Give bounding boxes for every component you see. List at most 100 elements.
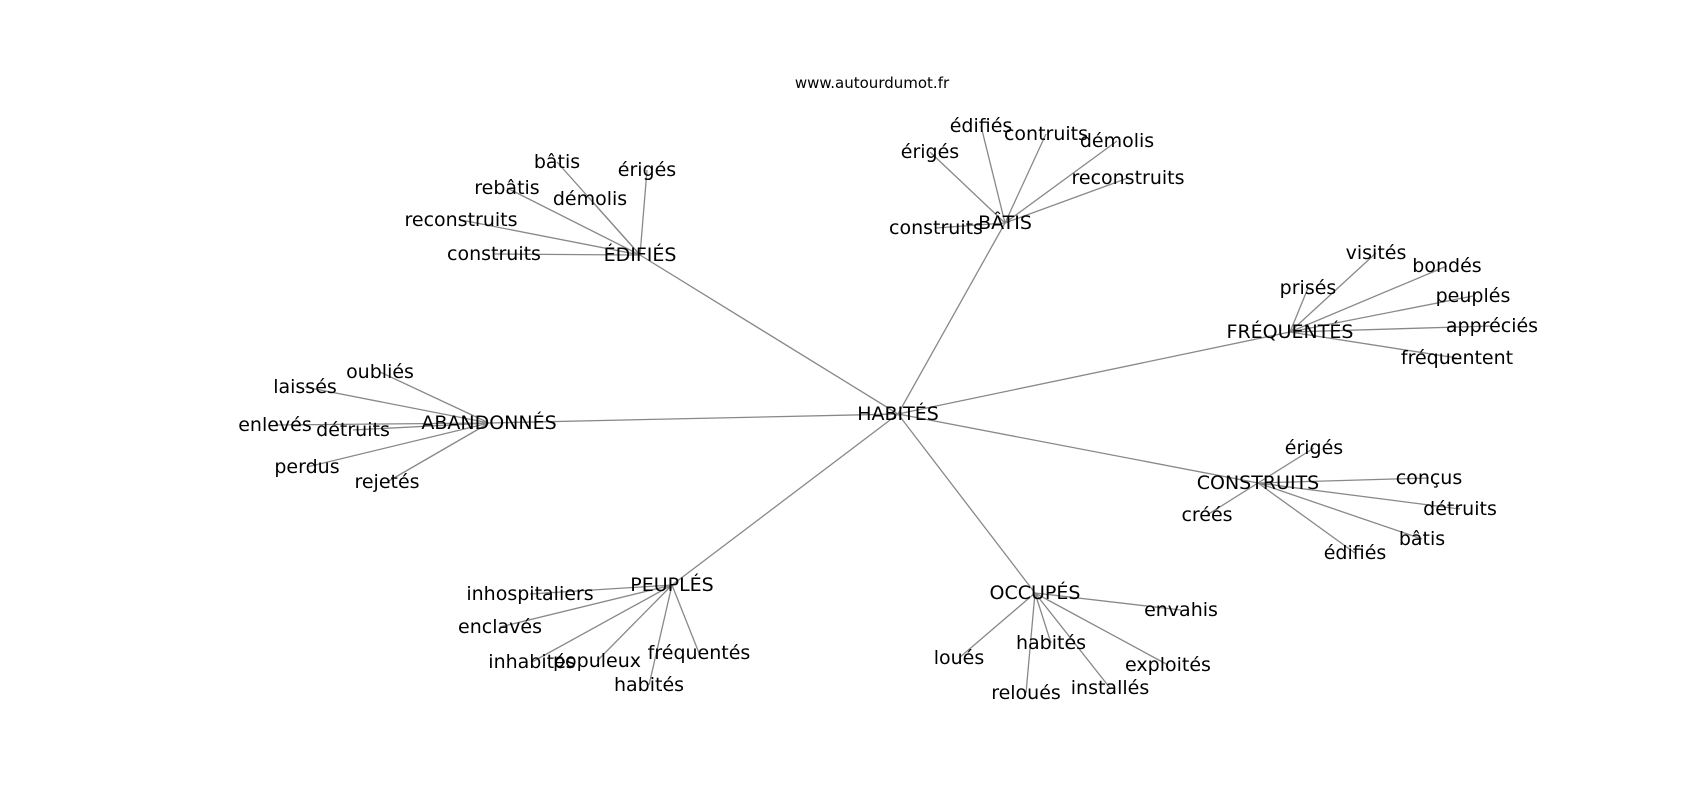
leaf-node-label: construits: [447, 243, 541, 265]
leaf-node-label: habités: [614, 674, 684, 696]
edge-cluster-to-leaf: [1289, 331, 1458, 359]
leaf-node-label: inhospitaliers: [466, 583, 593, 605]
leaf-node-label: exploités: [1125, 654, 1211, 676]
leaf-node-label: détruits: [1423, 498, 1497, 520]
edge-cluster-to-leaf: [1034, 592, 1052, 644]
edge-cluster-to-leaf: [639, 169, 648, 256]
leaf-node-label: laissés: [273, 376, 337, 398]
edge-cluster-to-leaf: [1257, 447, 1315, 484]
edge-cluster-to-leaf: [1004, 140, 1118, 224]
edge-cluster-to-leaf: [1289, 265, 1448, 333]
cluster-node-label: CONSTRUITS: [1197, 472, 1319, 494]
edge-cluster-to-leaf: [958, 592, 1036, 659]
edge-cluster-to-leaf: [1034, 592, 1169, 666]
edge-cluster-to-leaf: [1004, 177, 1129, 224]
edge-center-to-cluster: [897, 222, 1006, 415]
leaf-node-label: envahis: [1144, 599, 1218, 621]
leaf-node-label: prisés: [1280, 277, 1337, 299]
leaf-node-label: démolis: [553, 188, 627, 210]
graph-edges: [274, 125, 1493, 694]
graph-nodes: HABITÉS ÉDIFIÉS bâtis érigés rebâtis démolis r…: [238, 115, 1538, 704]
edge-cluster-to-leaf: [386, 422, 490, 483]
leaf-node-label: conçus: [1396, 467, 1463, 489]
leaf-node-label: rebâtis: [474, 177, 539, 199]
leaf-node-label: reconstruits: [1071, 167, 1184, 189]
leaf-node-label: installés: [1071, 677, 1149, 699]
edge-cluster-to-leaf: [935, 222, 1006, 229]
edge-cluster-to-leaf: [304, 386, 490, 424]
edge-cluster-to-leaf: [379, 371, 490, 424]
edge-cluster-to-leaf: [1289, 325, 1493, 333]
edge-cluster-to-leaf: [1034, 592, 1111, 689]
edge-cluster-to-leaf: [1206, 482, 1259, 516]
edge-cluster-to-leaf: [493, 253, 641, 256]
leaf-node-label: oubliés: [346, 361, 414, 383]
edge-cluster-to-leaf: [1289, 287, 1309, 333]
edge-center-to-cluster: [897, 331, 1291, 415]
edge-cluster-to-leaf: [499, 584, 673, 628]
leaf-node-label: édifiés: [1324, 542, 1387, 564]
leaf-node-label: contruits: [1004, 123, 1088, 145]
edge-cluster-to-leaf: [531, 584, 673, 663]
edge-cluster-to-leaf: [596, 584, 673, 662]
leaf-node-label: loués: [934, 647, 985, 669]
edge-cluster-to-leaf: [980, 125, 1006, 224]
leaf-node-label: bâtis: [1399, 528, 1445, 550]
center-node-label: HABITÉS: [857, 402, 939, 425]
leaf-node-label: inhabités: [488, 651, 575, 673]
edge-cluster-to-leaf: [1289, 252, 1377, 333]
leaf-node-label: visités: [1346, 242, 1407, 264]
edge-cluster-to-leaf: [1257, 477, 1430, 484]
edge-cluster-to-leaf: [1289, 295, 1474, 333]
leaf-node-label: appréciés: [1446, 315, 1538, 337]
edge-cluster-to-leaf: [1004, 133, 1047, 224]
edge-center-to-cluster: [488, 413, 899, 424]
edge-cluster-to-leaf: [1257, 482, 1423, 540]
leaf-node-label: érigés: [618, 159, 676, 181]
leaf-node-label: peuplés: [1436, 285, 1511, 307]
leaf-node-label: créés: [1181, 504, 1232, 526]
leaf-node-label: édifiés: [950, 115, 1013, 137]
leaf-node-label: reconstruits: [404, 209, 517, 231]
edge-cluster-to-leaf: [929, 151, 1006, 224]
edge-cluster-to-leaf: [529, 584, 673, 595]
leaf-node-label: populeux: [553, 650, 641, 672]
leaf-node-label: enclavés: [458, 616, 542, 638]
cluster-node-label: PEUPLÉS: [630, 573, 713, 596]
edge-center-to-cluster: [897, 413, 1036, 594]
site-watermark: www.autourdumot.fr: [795, 74, 950, 92]
edge-cluster-to-leaf: [352, 422, 490, 431]
edge-cluster-to-leaf: [274, 422, 490, 426]
leaf-node-label: bâtis: [534, 151, 580, 173]
leaf-node-label: fréquentés: [648, 642, 751, 664]
leaf-node-label: érigés: [1285, 437, 1343, 459]
edge-cluster-to-leaf: [1034, 592, 1182, 611]
leaf-node-label: reloués: [991, 682, 1061, 704]
edge-cluster-to-leaf: [506, 187, 641, 256]
edge-center-to-cluster: [897, 413, 1259, 484]
leaf-node-label: démolis: [1080, 130, 1154, 152]
edge-cluster-to-leaf: [460, 219, 641, 256]
leaf-node-label: bondés: [1412, 255, 1481, 277]
edge-center-to-cluster: [671, 413, 899, 586]
edge-cluster-to-leaf: [1025, 592, 1036, 694]
edge-cluster-to-leaf: [671, 584, 700, 654]
leaf-node-label: fréquentent: [1401, 347, 1513, 369]
leaf-node-label: habités: [1016, 632, 1086, 654]
cluster-node-label: FRÉQUENTÉS: [1227, 320, 1354, 343]
leaf-node-label: enlevés: [238, 414, 312, 436]
edge-cluster-to-leaf: [1257, 482, 1461, 510]
leaf-node-label: perdus: [274, 456, 339, 478]
leaf-node-label: rejetés: [354, 471, 419, 493]
leaf-node-label: détruits: [316, 419, 390, 441]
edge-cluster-to-leaf: [648, 584, 673, 686]
edge-cluster-to-leaf: [589, 198, 641, 256]
cluster-node-label: OCCUPÉS: [990, 581, 1081, 604]
leaf-node-label: construits: [889, 217, 983, 239]
edge-cluster-to-leaf: [1257, 482, 1356, 554]
edge-cluster-to-leaf: [306, 422, 490, 468]
cluster-node-label: ÉDIFIÉS: [604, 243, 677, 266]
edge-center-to-cluster: [639, 254, 899, 415]
leaf-node-label: érigés: [901, 141, 959, 163]
